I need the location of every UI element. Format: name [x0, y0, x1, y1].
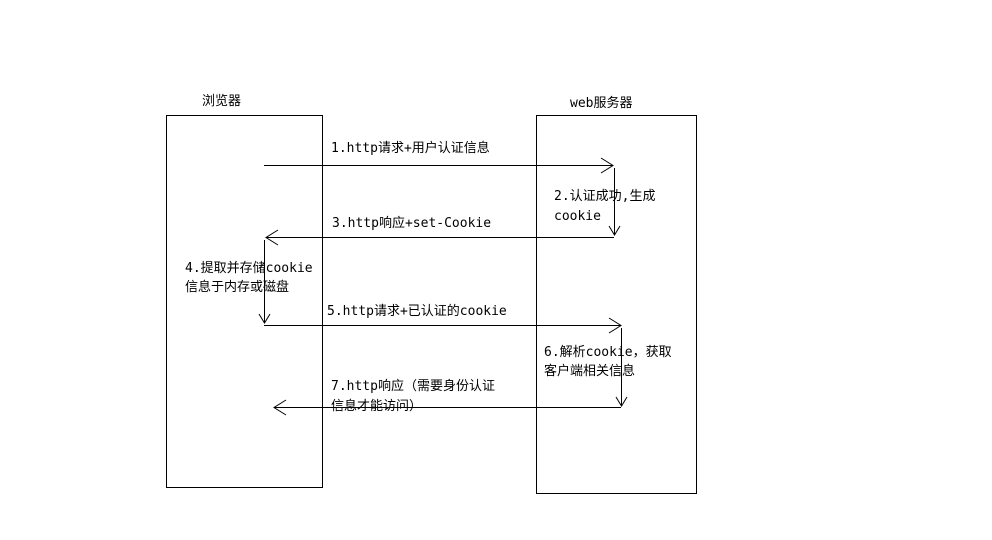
message-5-label: 5.http请求+已认证的cookie [327, 304, 507, 319]
message-6-label-line2: 客户端相关信息 [544, 364, 636, 379]
server-title: web服务器 [570, 96, 633, 111]
message-2-label-line2: cookie [554, 209, 601, 224]
message-7-label-line1: 7.http响应（需要身份认证 [331, 379, 495, 394]
arrow-7-head [273, 399, 287, 416]
arrow-4-head [258, 313, 271, 324]
message-4-label-line1: 4.提取并存储cookie [185, 261, 313, 276]
browser-box [166, 115, 323, 488]
arrow-1-head [600, 157, 614, 174]
message-7-label-line2: 信息才能访问） [331, 399, 423, 414]
server-box [536, 115, 697, 494]
arrow-2-head [608, 225, 621, 236]
message-1-label: 1.http请求+用户认证信息 [331, 141, 490, 156]
arrow-3-head [265, 229, 279, 246]
browser-title: 浏览器 [202, 94, 242, 109]
message-4-label-line2: 信息于内存或磁盘 [185, 280, 290, 295]
message-3-label: 3.http响应+set-Cookie [332, 216, 492, 231]
arrow-6-head [615, 396, 628, 407]
message-6-label-line1: 6.解析cookie，获取 [544, 345, 672, 360]
arrow-5-head [608, 317, 622, 334]
message-2-label-line1: 2.认证成功,生成 [554, 189, 656, 204]
